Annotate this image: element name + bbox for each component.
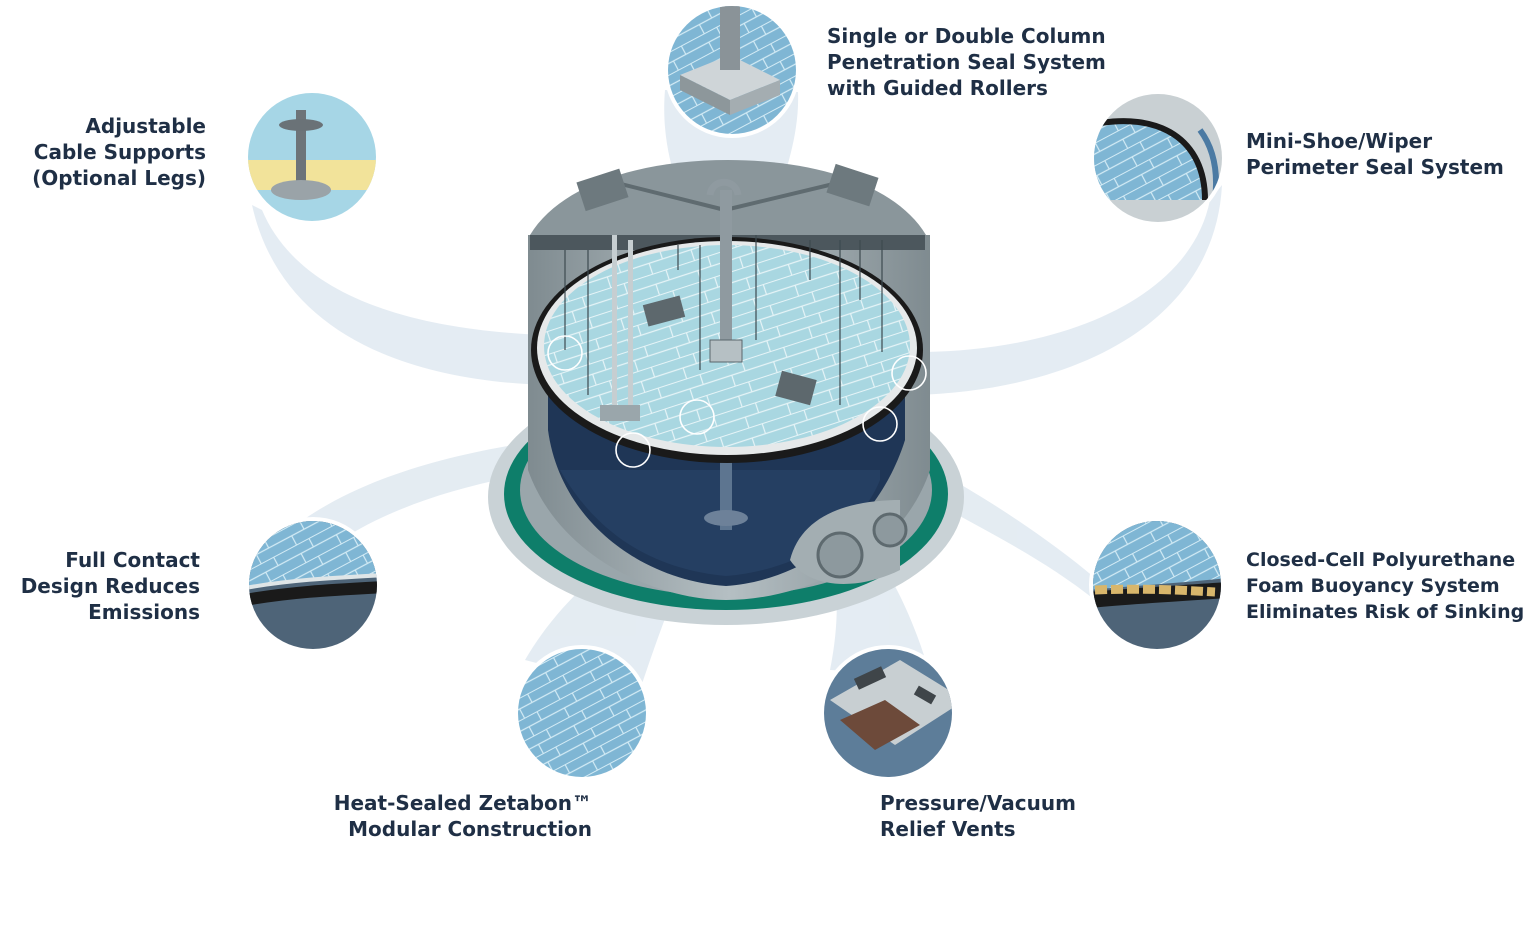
- label-line: Foam Buoyancy System: [1246, 575, 1500, 597]
- label-line: with Guided Rollers: [827, 76, 1048, 100]
- perimeter-seal-detail-icon: [1090, 90, 1226, 226]
- column-seal-detail-icon: [664, 2, 800, 138]
- perimeter-seal-label: Mini-Shoe/Wiper Perimeter Seal System: [1246, 128, 1504, 180]
- label-line: Emissions: [88, 600, 200, 624]
- full-contact-detail-icon: [245, 517, 381, 653]
- tank-cutaway: [488, 160, 964, 625]
- relief-vents-label: Pressure/Vacuum Relief Vents: [880, 790, 1076, 842]
- label-line: Eliminates Risk of Sinking: [1246, 601, 1525, 623]
- relief-vent-detail-icon: [820, 645, 956, 781]
- label-line: Heat-Sealed Zetabon™: [333, 791, 592, 815]
- foam-buoyancy-detail-icon: [1089, 517, 1225, 653]
- label-line: Single or Double Column: [827, 24, 1106, 48]
- modular-panel-detail-icon: [514, 645, 650, 781]
- label-line: Relief Vents: [880, 817, 1016, 841]
- label-line: Closed-Cell Polyurethane: [1246, 549, 1516, 571]
- column-seal-label: Single or Double Column Penetration Seal…: [827, 23, 1106, 101]
- label-line: Adjustable: [85, 114, 206, 138]
- label-line: Perimeter Seal System: [1246, 155, 1504, 179]
- label-line: Full Contact: [65, 548, 200, 572]
- foam-buoyancy-label: Closed-Cell Polyurethane Foam Buoyancy S…: [1246, 547, 1524, 625]
- label-line: Pressure/Vacuum: [880, 791, 1076, 815]
- label-line: Modular Construction: [348, 817, 592, 841]
- cable-support-detail-icon: [244, 89, 380, 225]
- label-line: (Optional Legs): [32, 166, 206, 190]
- cable-supports-label: Adjustable Cable Supports (Optional Legs…: [32, 113, 206, 191]
- full-contact-label: Full Contact Design Reduces Emissions: [21, 547, 200, 625]
- label-line: Mini-Shoe/Wiper: [1246, 129, 1433, 153]
- label-line: Design Reduces: [20, 574, 200, 598]
- label-line: Penetration Seal System: [827, 50, 1106, 74]
- label-line: Cable Supports: [33, 140, 206, 164]
- modular-construction-label: Heat-Sealed Zetabon™ Modular Constructio…: [334, 790, 592, 842]
